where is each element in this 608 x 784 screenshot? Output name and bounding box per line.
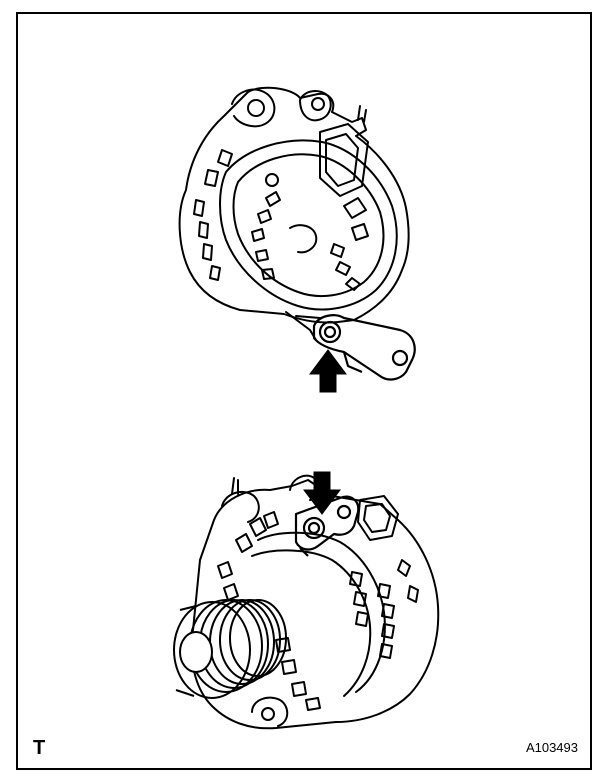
up-arrow-icon — [309, 349, 347, 393]
pulley — [173, 599, 287, 699]
top-bracket — [312, 314, 416, 381]
bottom-bracket — [294, 495, 360, 557]
bottom-alternator — [190, 474, 440, 730]
top-alternator — [178, 86, 410, 341]
down-arrow-icon — [303, 471, 341, 515]
corner-mark: T — [33, 737, 46, 759]
figure-id: A103493 — [525, 740, 578, 755]
figure-frame — [16, 12, 592, 770]
